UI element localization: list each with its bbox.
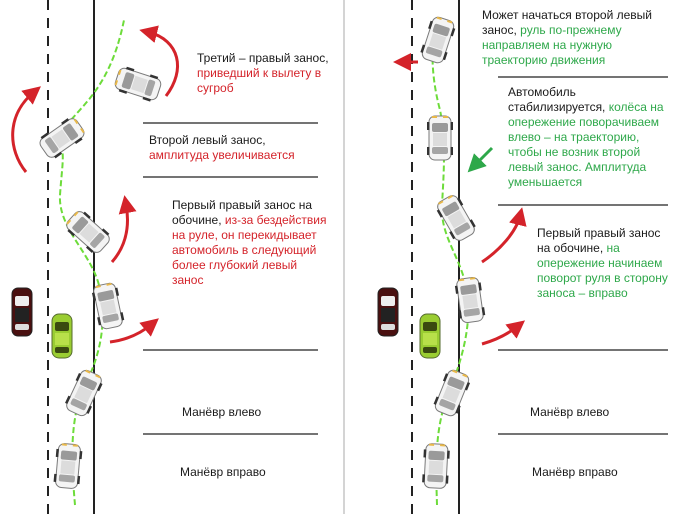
annotation-second-left-skid: Второй левый занос, амплитуда увеличивае… <box>149 133 295 162</box>
right-car-6 <box>418 14 458 66</box>
left-arrow-3 <box>11 86 41 173</box>
right-car-1 <box>421 442 451 490</box>
left-oncoming-car <box>11 287 33 337</box>
annotation-third-right-skid: Третий – правый занос, приведший к вылет… <box>197 51 329 95</box>
right-car-4 <box>433 191 479 245</box>
right-arrow-3 <box>467 146 494 173</box>
right-arrow-2 <box>481 207 527 264</box>
left-parked-car <box>51 313 73 359</box>
right-maneuver-right-label: Манёвр вправо <box>532 465 618 479</box>
right-trajectory <box>431 19 470 506</box>
left-car-6 <box>112 64 164 104</box>
left-trajectory <box>56 19 125 506</box>
annotation-first-right-skid-corrected: Первый правый занос на обочине, на опере… <box>537 226 668 300</box>
annotation-car-stabilizes: Автомобиль стабилизируется, колёса на оп… <box>508 85 664 189</box>
right-arrow-1 <box>481 320 526 346</box>
left-car-1 <box>52 442 84 490</box>
left-car-4 <box>62 207 114 257</box>
left-arrow-1 <box>109 318 159 344</box>
left-arrow-4 <box>139 25 180 97</box>
right-maneuver-left-label: Манёвр влево <box>530 405 610 419</box>
annotation-first-right-skid: Первый правый занос на обочине, из-за бе… <box>172 198 327 287</box>
left-car-2 <box>62 367 106 419</box>
right-car-2 <box>431 367 473 419</box>
left-arrow-2 <box>110 195 137 263</box>
right-parked-car <box>419 313 441 359</box>
left-maneuver-left-label: Манёвр влево <box>182 405 262 419</box>
right-oncoming-car <box>377 287 399 337</box>
left-car-3 <box>90 281 126 331</box>
right-car-5 <box>426 115 454 161</box>
left-maneuver-right-label: Манёвр вправо <box>180 465 266 479</box>
annotation-second-left-may-start: Может начаться второй левый занос, руль … <box>482 8 652 67</box>
